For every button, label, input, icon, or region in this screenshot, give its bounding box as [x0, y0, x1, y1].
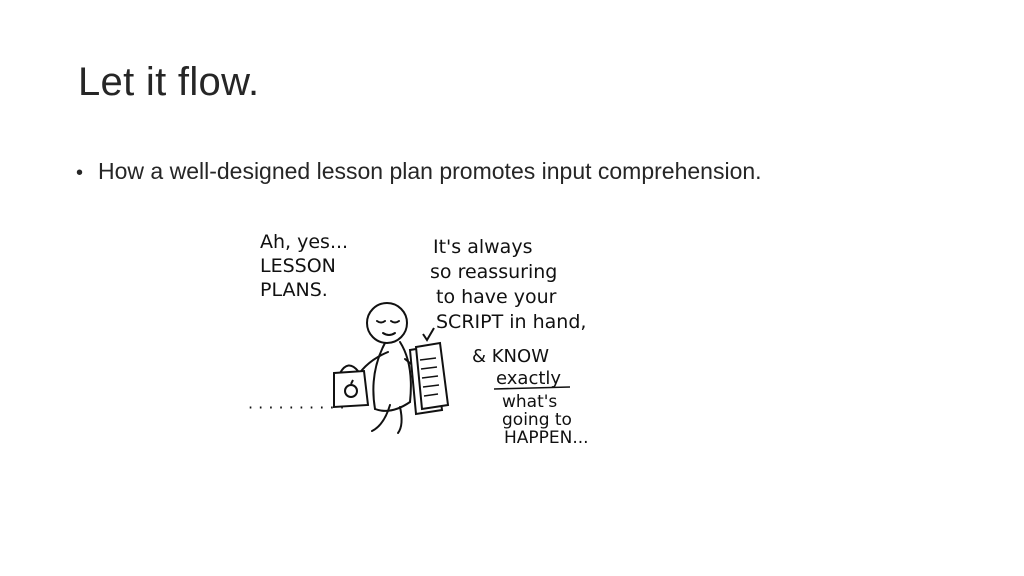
speech-right-line-1: It's always: [433, 236, 532, 258]
speech-left-line-1: Ah, yes...: [260, 231, 348, 253]
lesson-plan-cartoon: Ah, yes... LESSON PLANS. It's always so …: [240, 215, 600, 450]
bullet-text: How a well-designed lesson plan promotes…: [98, 158, 762, 184]
speech-right-line-3: to have your: [436, 286, 557, 308]
slide-title: Let it flow.: [78, 60, 260, 104]
apple-bag: [333, 364, 370, 409]
speech-bottom-line-5: HAPPEN...: [504, 428, 589, 448]
dotted-trail: · · · · · · · · · ·: [248, 398, 345, 417]
teacher-figure: [353, 302, 422, 434]
speech-left-line-2: LESSON: [260, 255, 336, 277]
bullet-marker: •: [76, 162, 84, 184]
bullet-list: • How a well-designed lesson plan promot…: [76, 158, 762, 185]
bullet-item: • How a well-designed lesson plan promot…: [76, 158, 762, 185]
check-icon: [422, 327, 435, 342]
speech-right-line-2: so reassuring: [430, 261, 557, 283]
speech-bottom-line-3: what's: [502, 392, 557, 412]
speech-bottom-line-4: going to: [502, 410, 572, 430]
script-papers: [408, 341, 450, 416]
exactly-underline: [493, 386, 571, 390]
cartoon-drawing: Ah, yes... LESSON PLANS. It's always so …: [248, 231, 589, 448]
speech-right-line-4: SCRIPT in hand,: [436, 311, 586, 333]
speech-bottom-line-1: & KNOW: [472, 346, 549, 367]
speech-left-line-3: PLANS.: [260, 279, 328, 301]
speech-bottom-line-2: exactly: [496, 368, 561, 389]
